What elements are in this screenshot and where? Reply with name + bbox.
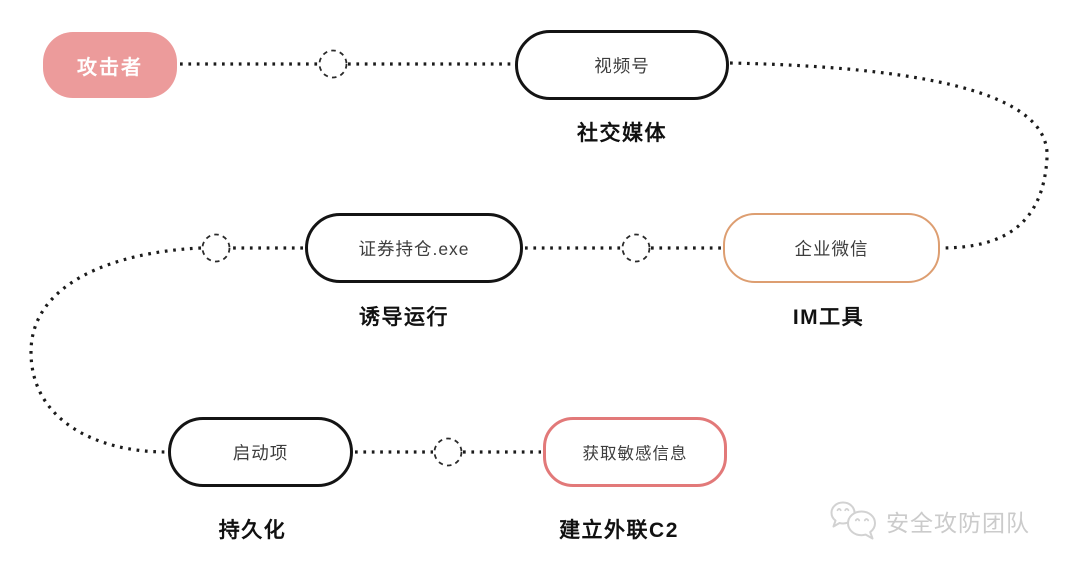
- node-lure-exe-label: 证券持仓.exe: [358, 238, 470, 259]
- stage-label-persistence: 持久化: [218, 519, 287, 542]
- node-lure-exe: 证券持仓.exe: [305, 213, 523, 283]
- stage-label-im-tool: IM工具: [792, 306, 865, 329]
- joint-circle-2: [201, 233, 231, 263]
- joint-circle-1: [318, 49, 348, 79]
- node-sensitive-info: 获取敏感信息: [543, 417, 727, 487]
- wechat-icon: [830, 501, 876, 540]
- stage-label-external-c2: 建立外联C2: [559, 519, 679, 542]
- stage-label-lure-run: 诱导运行: [359, 306, 449, 329]
- node-startup-item: 启动项: [168, 417, 353, 487]
- node-attacker-label: 攻击者: [77, 56, 143, 79]
- stage-label-social-media: 社交媒体: [577, 122, 667, 145]
- node-wecom: 企业微信: [723, 213, 940, 283]
- connector-exe-startup-curve: [29, 246, 202, 454]
- node-video-account-label: 视频号: [594, 55, 650, 76]
- node-sensitive-info-label: 获取敏感信息: [582, 445, 688, 463]
- node-attacker: 攻击者: [43, 32, 177, 98]
- joint-circle-3: [621, 233, 651, 263]
- node-startup-item-label: 启动项: [232, 442, 289, 463]
- joint-circle-4: [433, 437, 463, 467]
- node-wecom-label: 企业微信: [794, 238, 869, 259]
- node-video-account: 视频号: [515, 30, 729, 100]
- watermark-team-name: 安全攻防团队: [886, 510, 1030, 536]
- watermark: 安全攻防团队: [828, 498, 1030, 544]
